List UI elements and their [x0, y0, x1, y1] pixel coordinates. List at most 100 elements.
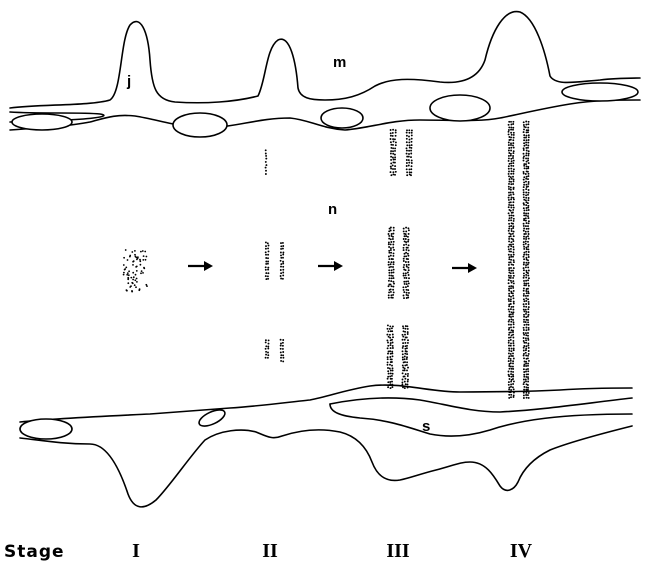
stage3-filament: [392, 147, 395, 150]
stage4-filament: [512, 302, 515, 305]
stage3-filament: [388, 251, 391, 254]
stage3-filament: [392, 173, 395, 176]
stage2-filament: [279, 351, 282, 354]
stage2-filament: [265, 257, 268, 259]
stage3-filament: [406, 144, 409, 147]
stage4-filament: [527, 227, 530, 230]
stage3-filament: [387, 241, 390, 244]
stage4-filament: [523, 181, 526, 184]
stage1-particle: [135, 286, 137, 289]
upper-membrane: [9, 10, 641, 138]
stage4-filament: [525, 157, 528, 160]
stage2-filament: [280, 265, 282, 268]
stage3-filament: [389, 363, 391, 366]
stage3-filament: [391, 386, 394, 389]
stage3-filament: [388, 227, 391, 230]
stage4-filament: [522, 289, 525, 292]
stage3-filament: [389, 356, 392, 358]
stage4-filament: [512, 240, 515, 243]
stage4-filament: [510, 287, 512, 290]
stage3-filament: [390, 150, 393, 153]
stage4-filament: [509, 176, 512, 179]
stage4-filament: [524, 230, 527, 233]
stage4-filament: [525, 329, 528, 332]
stage4-filament: [510, 131, 513, 134]
stage3-filament: [403, 358, 406, 361]
stage4-filament: [512, 225, 515, 228]
stage3-filament: [392, 171, 395, 174]
stage4-filament: [527, 251, 530, 253]
stage4-filament: [510, 389, 513, 391]
stage3-filament: [392, 277, 395, 280]
stage3-filament: [391, 344, 394, 347]
stage4-filament: [509, 357, 512, 360]
stage3-filament: [403, 387, 406, 390]
stage3-filament: [402, 257, 405, 260]
stage3-filament: [402, 272, 405, 275]
stage4-filament: [510, 177, 513, 180]
stage4-filament: [525, 261, 528, 264]
stage4-filament: [512, 396, 515, 398]
stage1-particle: [145, 283, 148, 286]
stage4-filament: [522, 121, 525, 124]
stage3-filament: [401, 350, 404, 353]
stage4-filament: [522, 157, 525, 159]
stage3-filament: [405, 293, 408, 296]
stage4-filament: [522, 188, 525, 191]
stage4-filament: [510, 258, 513, 261]
stage4-filament: [507, 282, 510, 285]
stage1-particle: [136, 281, 138, 283]
stage4-filament: [523, 274, 525, 277]
stage2-filament: [265, 350, 268, 353]
stage4-filament: [511, 232, 514, 235]
stage4-filament: [509, 138, 512, 141]
stage4-filament: [525, 212, 528, 215]
stage3-filament: [388, 234, 391, 237]
stage3-filament: [406, 353, 409, 356]
stage3-filament: [390, 374, 393, 377]
stage3-filament: [401, 381, 404, 384]
stage3-filament: [405, 283, 408, 286]
stage4-filament: [522, 287, 525, 290]
stage3-filament: [406, 327, 409, 330]
stage3-filament: [389, 171, 392, 174]
stage4-filament: [523, 333, 526, 336]
stage4-filament: [512, 126, 515, 129]
stage3-filament: [390, 277, 393, 280]
stage1-particle: [131, 282, 134, 285]
stage4-filament: [507, 352, 510, 355]
stage4-filament: [508, 243, 511, 246]
stage1-particle: [139, 258, 141, 261]
stage4-filament: [523, 245, 526, 248]
stage1-particle: [134, 250, 136, 252]
stage3-filament: [403, 276, 406, 279]
stage4-filament: [509, 201, 512, 204]
stage4-filament: [523, 125, 526, 128]
stage1-particle: [127, 282, 130, 285]
stage4-filament: [511, 386, 514, 389]
stage4-filament: [527, 332, 529, 334]
stage4-filament: [507, 165, 510, 168]
stage-label-1: I: [132, 540, 140, 562]
stage4-filament: [512, 289, 515, 292]
stage4-filament: [523, 381, 526, 384]
stage4-filament: [508, 276, 511, 279]
stage4-filament: [527, 364, 529, 367]
stage1-particle: [132, 271, 135, 274]
stage4-filament: [508, 292, 511, 295]
stage3-filament: [388, 274, 391, 277]
stage4-filament: [510, 385, 512, 388]
stage4-filament: [527, 178, 529, 181]
stage4-filament: [522, 397, 525, 399]
stage4-filament: [512, 204, 515, 207]
stage2-filament: [266, 242, 269, 245]
stage3-filament: [405, 277, 408, 279]
progression-arrows: [188, 261, 477, 273]
stage3-filament: [404, 345, 407, 348]
stage3-filament: [405, 152, 408, 155]
stage4-filament: [525, 196, 528, 199]
stage4-filament: [510, 375, 513, 378]
stage4-filament: [525, 238, 528, 240]
stage2-filament: [267, 347, 270, 350]
stage3-filament: [389, 141, 392, 144]
